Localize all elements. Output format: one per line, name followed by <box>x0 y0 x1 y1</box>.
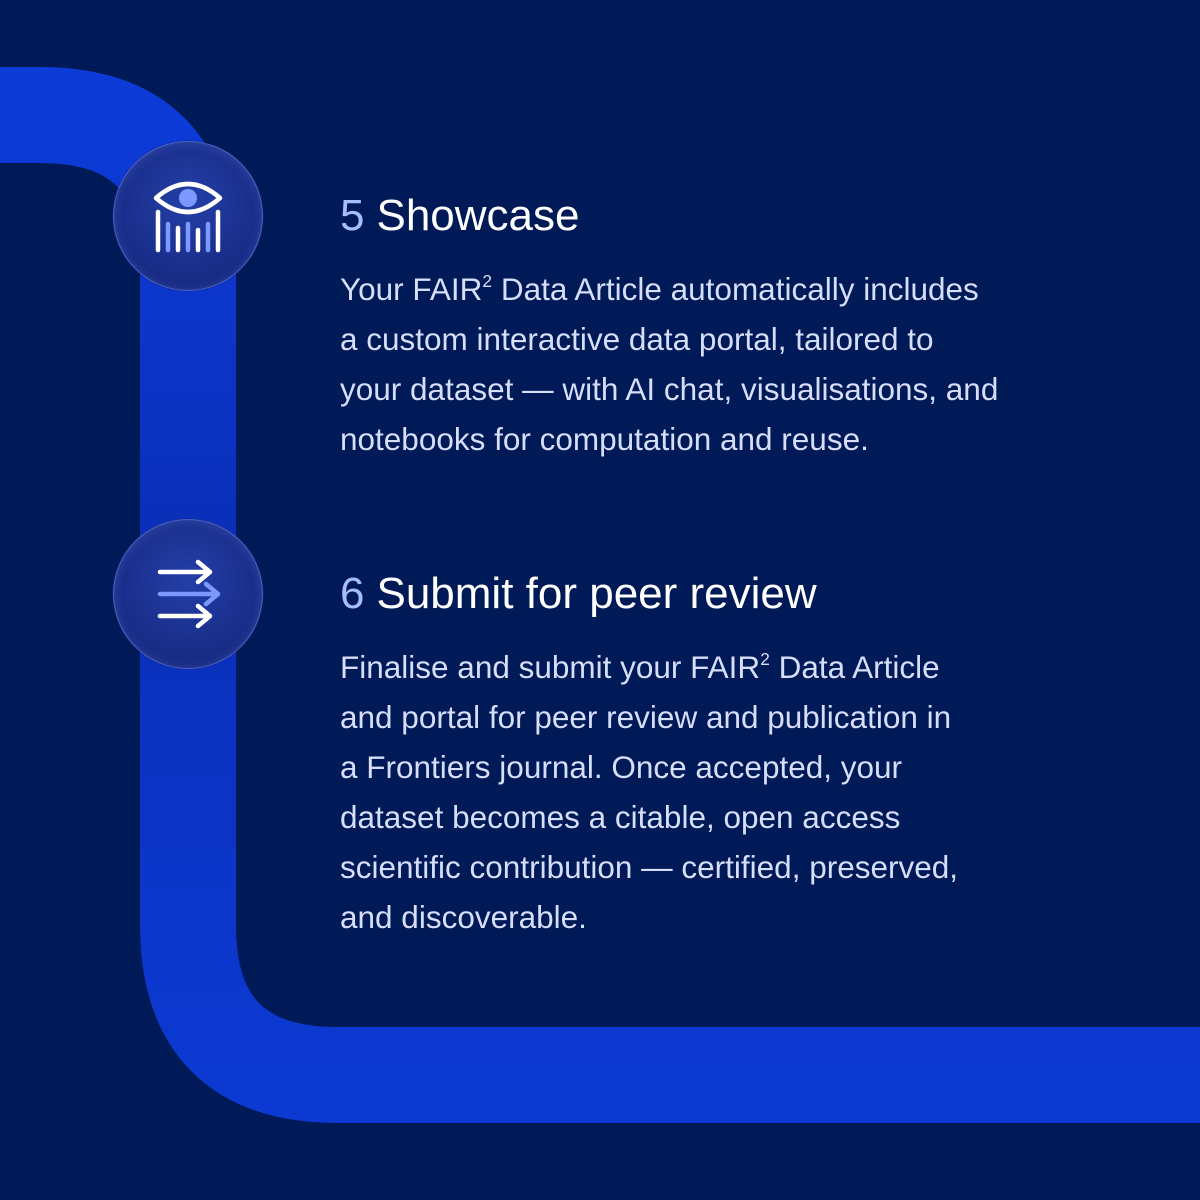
description-line: Finalise and submit your FAIR2 Data Arti… <box>340 642 1100 692</box>
step-5-icon-badge <box>113 141 263 291</box>
eye-barcode-icon <box>153 181 223 253</box>
text-segment: Data Article <box>769 649 940 685</box>
step-number: 5 <box>340 191 365 240</box>
step-description: Your FAIR2 Data Article automatically in… <box>340 264 1100 464</box>
description-line: and discoverable. <box>340 899 587 935</box>
arrows-right-icon <box>157 559 221 629</box>
step-number: 6 <box>340 569 365 618</box>
description-line: notebooks for computation and reuse. <box>340 421 869 457</box>
step-description: Finalise and submit your FAIR2 Data Arti… <box>340 642 1100 942</box>
step-title-text: Submit for peer review <box>376 569 817 618</box>
description-line: a custom interactive data portal, tailor… <box>340 321 934 357</box>
description-line: a Frontiers journal. Once accepted, your <box>340 749 903 785</box>
description-line: your dataset — with AI chat, visualisati… <box>340 371 999 407</box>
description-line: dataset becomes a citable, open access <box>340 799 901 835</box>
step-6-icon-badge <box>113 519 263 669</box>
description-line: scientific contribution — certified, pre… <box>340 849 959 885</box>
superscript: 2 <box>760 649 770 670</box>
description-line: Your FAIR2 Data Article automatically in… <box>340 264 1100 314</box>
description-line: and portal for peer review and publicati… <box>340 699 952 735</box>
text-segment: Your FAIR <box>340 271 483 307</box>
text-segment: Finalise and submit your FAIR <box>340 649 761 685</box>
text-segment: Data Article automatically includes <box>492 271 979 307</box>
step-title-text: Showcase <box>376 191 580 240</box>
superscript: 2 <box>482 271 493 292</box>
